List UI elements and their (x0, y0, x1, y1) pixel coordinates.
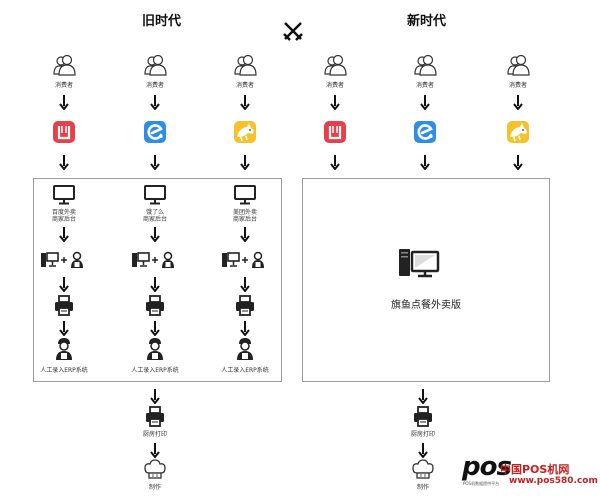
arrow-down-icon (420, 94, 430, 110)
person-icon (144, 55, 167, 76)
arrow-down-icon (240, 226, 250, 242)
computer-operator-icon (40, 251, 84, 269)
printer-icon (235, 295, 255, 316)
arrow-down-icon (150, 226, 160, 242)
desktop-computer-icon (397, 247, 440, 278)
consumer-label: 消费者 (235, 82, 255, 89)
printer-icon (413, 406, 433, 427)
watermark-url: www.pos580.com (509, 476, 598, 486)
old-era-title: 旧时代 (142, 14, 182, 29)
arrow-down-icon (150, 154, 160, 170)
eleme-icon (413, 120, 437, 144)
manual-entry-label: 人工录入ERP系统 (221, 367, 269, 374)
arrow-down-icon (240, 154, 250, 170)
person-icon (324, 55, 347, 76)
arrow-down-icon (513, 154, 523, 170)
arrow-down-icon (330, 154, 340, 170)
arrow-down-icon (418, 388, 428, 404)
arrow-down-icon (150, 320, 160, 336)
arrow-down-icon (150, 94, 160, 110)
system-label: 旗鱼点餐外卖版 (391, 300, 461, 311)
consumer-label: 消费者 (508, 82, 528, 89)
platform-label: 美团外卖 商家后台 (232, 209, 257, 223)
arrow-down-icon (240, 320, 250, 336)
monitor-icon (144, 185, 166, 205)
new-era-title: 新时代 (407, 14, 447, 29)
arrow-down-icon (59, 226, 69, 242)
watermark-logo: pos (462, 452, 512, 482)
fork-icon (323, 120, 347, 144)
fork-icon (52, 120, 76, 144)
person-icon (414, 55, 437, 76)
consumer-label: 消费者 (325, 82, 345, 89)
manual-entry-label: 人工录入ERP系统 (131, 367, 179, 374)
computer-operator-icon (131, 251, 175, 269)
person-icon (507, 55, 530, 76)
arrow-down-icon (420, 154, 430, 170)
consumer-label: 消费者 (415, 82, 435, 89)
platform-label: 饿了么 商家后台 (142, 209, 167, 223)
staff-icon (146, 338, 164, 361)
produce-label: 制作 (148, 484, 162, 491)
arrow-down-icon (240, 94, 250, 110)
printer-icon (145, 406, 165, 427)
consumer-label: 消费者 (54, 82, 74, 89)
arrow-down-icon (59, 320, 69, 336)
monitor-icon (234, 185, 256, 205)
arrow-down-icon (150, 388, 160, 404)
printer-icon (54, 295, 74, 316)
crossed-swords-icon (282, 21, 304, 42)
arrow-down-icon (240, 276, 250, 292)
kangaroo-icon (233, 120, 257, 144)
chef-hat-icon (412, 459, 434, 479)
chef-hat-icon (144, 459, 166, 479)
arrow-down-icon (59, 154, 69, 170)
staff-icon (55, 338, 73, 361)
computer-operator-icon (221, 251, 265, 269)
arrow-down-icon (59, 94, 69, 110)
staff-icon (236, 338, 254, 361)
watermark-site-name: 中国POS机网 (500, 463, 570, 476)
arrow-down-icon (150, 442, 160, 458)
consumer-label: 消费者 (145, 82, 165, 89)
kitchen-print-label: 厨房打印 (410, 431, 436, 438)
manual-entry-label: 人工录入ERP系统 (40, 367, 88, 374)
person-icon (53, 55, 76, 76)
produce-label: 制作 (416, 484, 430, 491)
new-era-box (302, 178, 550, 382)
platform-label: 百度外卖 商家后台 (51, 209, 76, 223)
eleme-icon (143, 120, 167, 144)
monitor-icon (53, 185, 75, 205)
person-icon (234, 55, 257, 76)
kangaroo-icon (506, 120, 530, 144)
arrow-down-icon (418, 442, 428, 458)
kitchen-print-label: 厨房打印 (142, 431, 168, 438)
watermark-tagline: POS机数据提供平台 (463, 481, 500, 486)
arrow-down-icon (513, 94, 523, 110)
arrow-down-icon (59, 276, 69, 292)
printer-icon (145, 295, 165, 316)
arrow-down-icon (150, 276, 160, 292)
arrow-down-icon (330, 94, 340, 110)
